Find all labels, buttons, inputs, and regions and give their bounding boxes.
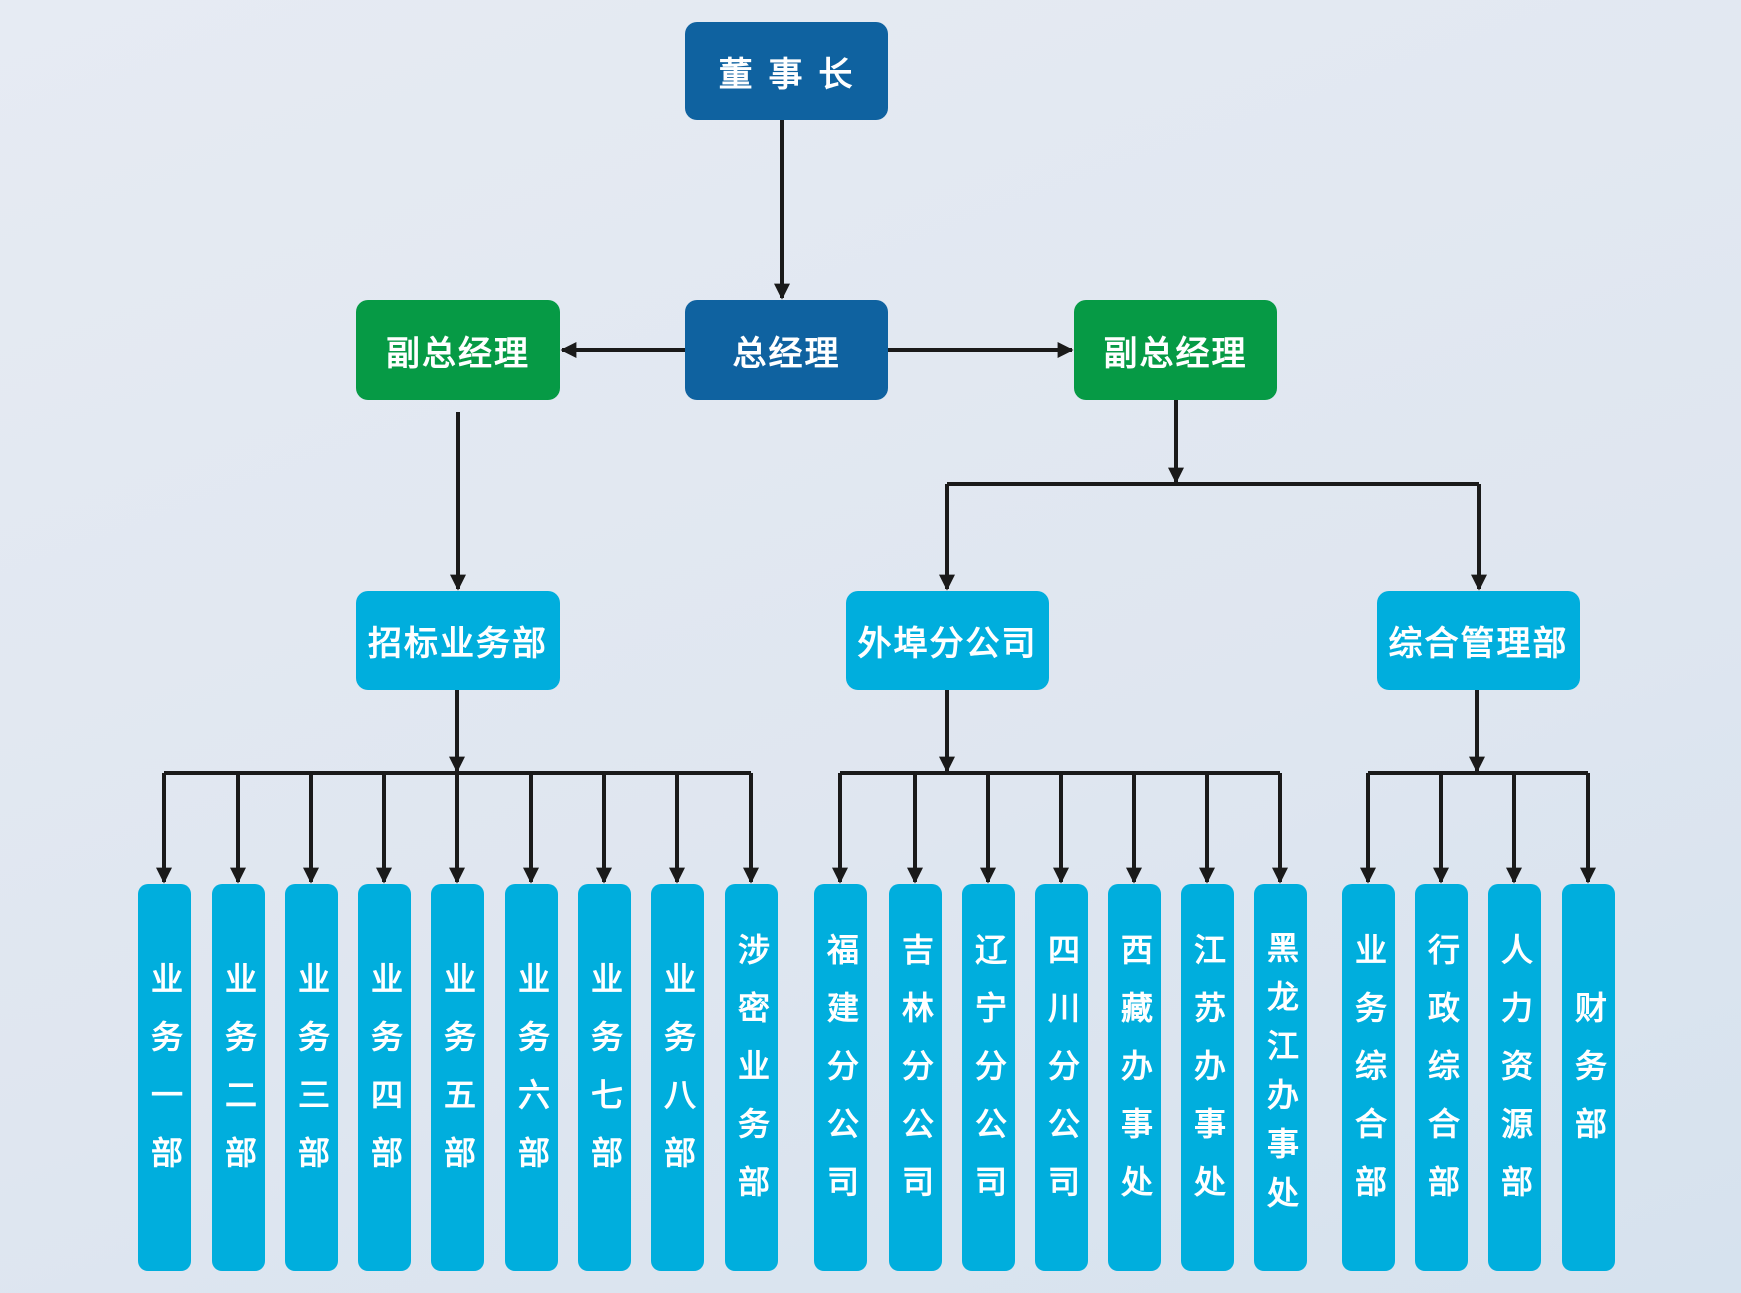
unit-node: 业务三部	[285, 884, 338, 1271]
unit-node: 业务五部	[431, 884, 484, 1271]
unit-label: 四川分公司	[1043, 932, 1081, 1223]
unit-label: 黑龙江办事处	[1262, 930, 1300, 1225]
unit-label: 福建分公司	[822, 932, 860, 1223]
vice-manager-right-node: 副总经理	[1074, 300, 1277, 400]
unit-label: 人力资源部	[1496, 932, 1534, 1223]
chairman-node: 董 事 长	[685, 22, 888, 120]
unit-label: 业务八部	[659, 961, 697, 1194]
unit-node: 辽宁分公司	[962, 884, 1015, 1271]
unit-node: 业务七部	[578, 884, 631, 1271]
unit-label: 业务五部	[439, 961, 477, 1194]
dept-bidding-node: 招标业务部	[356, 591, 560, 690]
unit-node: 江苏办事处	[1181, 884, 1234, 1271]
unit-node: 行政综合部	[1415, 884, 1468, 1271]
unit-label: 业务一部	[146, 961, 184, 1194]
unit-label: 财务部	[1570, 990, 1608, 1165]
unit-node: 黑龙江办事处	[1254, 884, 1307, 1271]
unit-label: 业务三部	[293, 961, 331, 1194]
dept-admin-node: 综合管理部	[1377, 591, 1580, 690]
unit-label: 辽宁分公司	[970, 932, 1008, 1223]
unit-label: 业务四部	[366, 961, 404, 1194]
unit-node: 业务四部	[358, 884, 411, 1271]
unit-label: 业务二部	[220, 961, 258, 1194]
unit-label: 业务六部	[513, 961, 551, 1194]
dept-branches-node: 外埠分公司	[846, 591, 1049, 690]
unit-label: 行政综合部	[1423, 932, 1461, 1223]
unit-node: 财务部	[1562, 884, 1615, 1271]
unit-node: 业务二部	[212, 884, 265, 1271]
unit-node: 业务六部	[505, 884, 558, 1271]
unit-label: 业务七部	[586, 961, 624, 1194]
unit-label: 江苏办事处	[1189, 932, 1227, 1223]
unit-node: 西藏办事处	[1108, 884, 1161, 1271]
unit-node: 涉密业务部	[725, 884, 778, 1271]
unit-node: 业务一部	[138, 884, 191, 1271]
general-manager-node: 总经理	[685, 300, 888, 400]
vice-manager-left-node: 副总经理	[356, 300, 560, 400]
unit-node: 福建分公司	[814, 884, 867, 1271]
unit-node: 四川分公司	[1035, 884, 1088, 1271]
unit-label: 涉密业务部	[733, 932, 771, 1223]
unit-node: 业务八部	[651, 884, 704, 1271]
unit-node: 吉林分公司	[889, 884, 942, 1271]
unit-label: 业务综合部	[1350, 932, 1388, 1223]
unit-node: 人力资源部	[1488, 884, 1541, 1271]
unit-label: 西藏办事处	[1116, 932, 1154, 1223]
unit-node: 业务综合部	[1342, 884, 1395, 1271]
unit-label: 吉林分公司	[897, 932, 935, 1223]
